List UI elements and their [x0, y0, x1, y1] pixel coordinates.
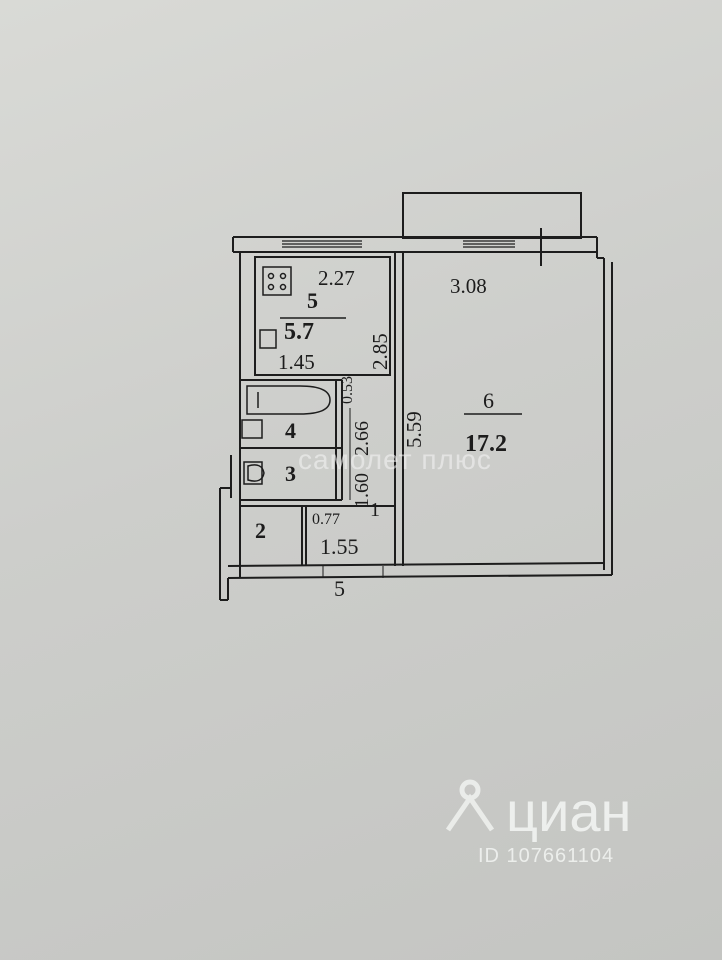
- dim-hall-width: 0.77: [312, 511, 340, 528]
- listing-id: ID 107661104: [478, 845, 615, 867]
- room-6-number: 6: [483, 388, 494, 413]
- room-3-number: 3: [285, 461, 296, 486]
- overlay-watermark: самолет плюс: [298, 444, 492, 475]
- room-5-number: 5: [307, 288, 318, 313]
- dimension-lines: [322, 380, 384, 578]
- interior-walls: [230, 252, 404, 566]
- dim-entry: 5: [334, 576, 345, 601]
- room-2-number: 2: [255, 518, 266, 543]
- dim-kitchen-width: 2.27: [318, 266, 355, 290]
- dim-room-depth: 5.59: [402, 411, 426, 448]
- cian-brand: циан: [506, 780, 632, 843]
- cian-logo-icon: [445, 779, 495, 832]
- fixtures: [241, 266, 331, 485]
- dim-room-width: 3.08: [450, 274, 487, 298]
- room-6-area: 17.2: [465, 431, 507, 457]
- room-4-number: 4: [285, 418, 296, 443]
- dim-wc-length: 1.60: [351, 473, 373, 508]
- room-1-number: 1: [370, 499, 380, 521]
- balcony: [402, 192, 582, 239]
- dim-kitchen-sub: 1.45: [278, 350, 315, 374]
- outer-walls: [219, 236, 613, 601]
- dim-bath-gap: 0.53: [339, 376, 356, 404]
- room-1-area: 1.55: [320, 534, 359, 559]
- windows: [282, 228, 542, 266]
- dim-kitchen-depth: 2.85: [368, 333, 392, 370]
- room-5-area: 5.7: [284, 319, 314, 345]
